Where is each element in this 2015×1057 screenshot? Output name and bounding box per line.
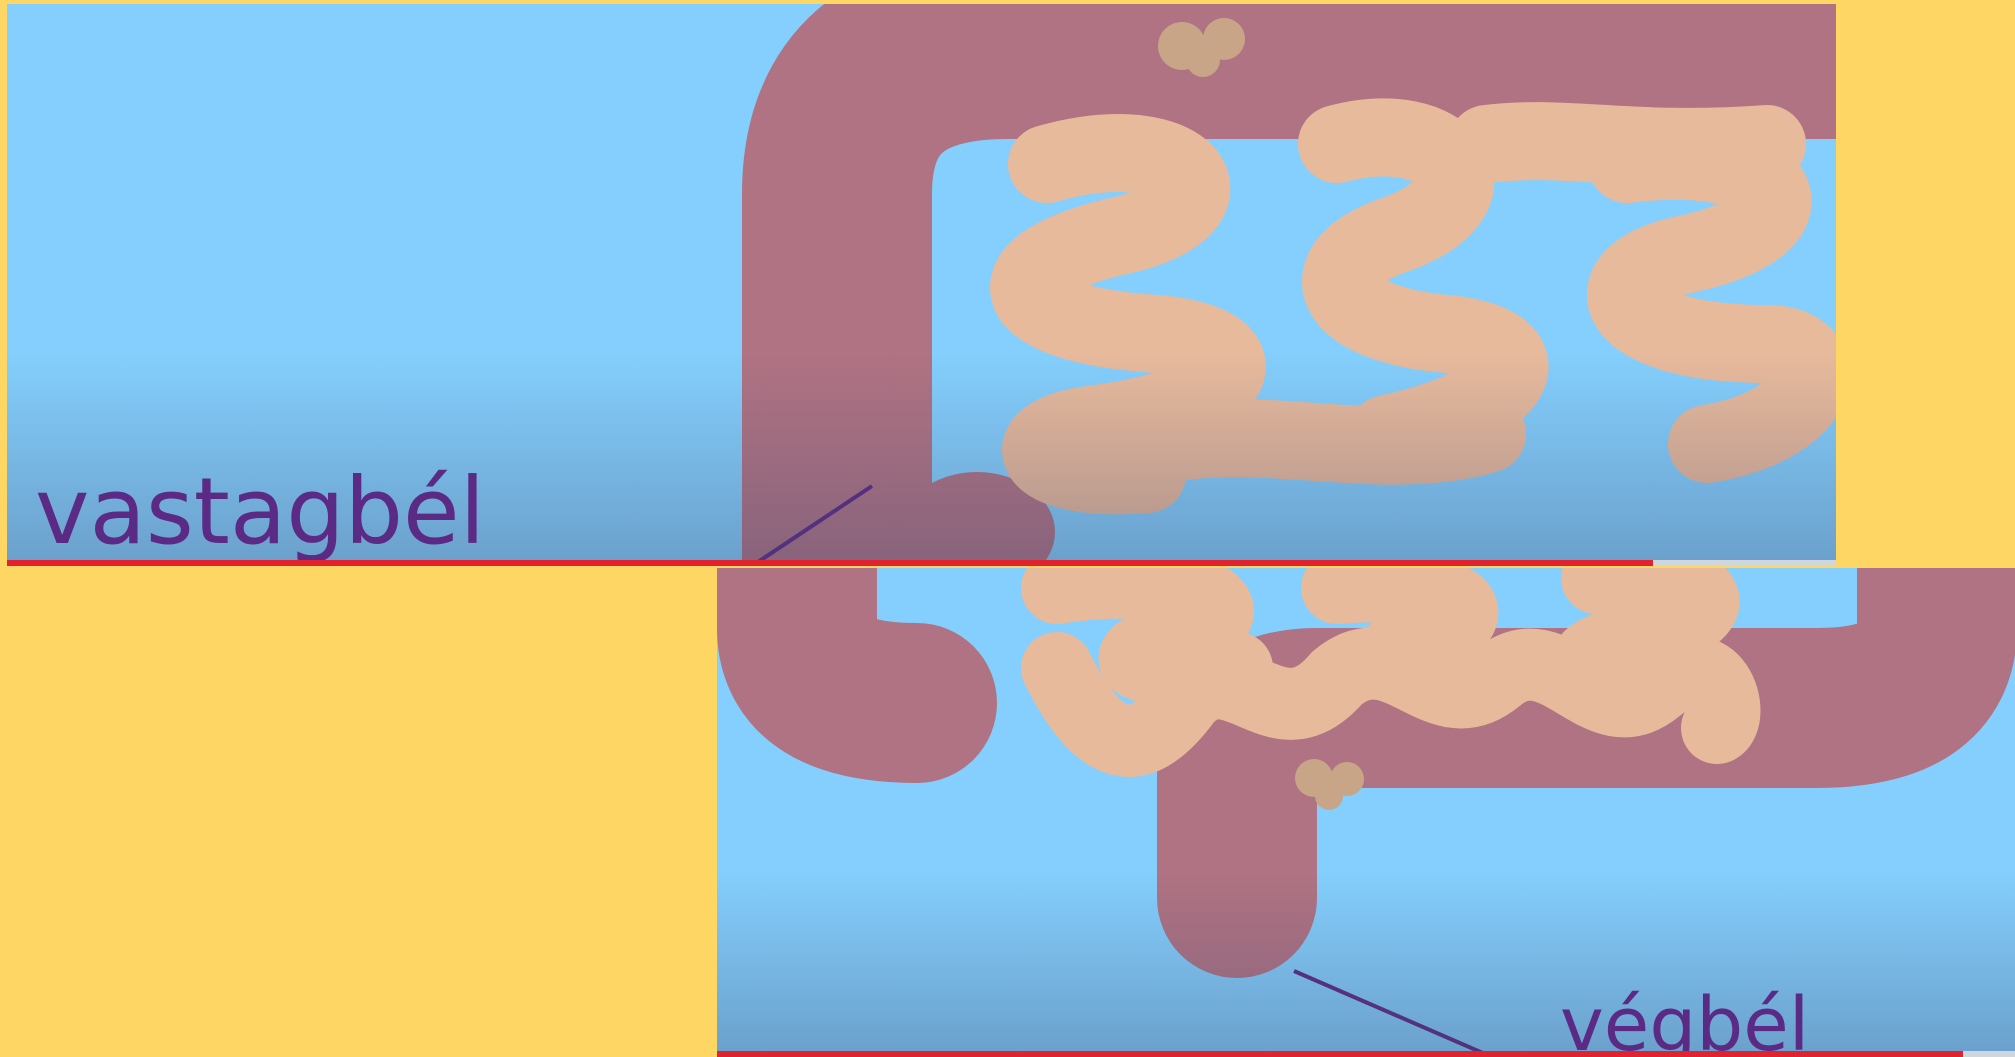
video-frame-bottom: végbél (717, 568, 2015, 1057)
video-frame-top: vastagbél (7, 4, 1836, 566)
caption-vastagbel: vastagbél (35, 466, 485, 558)
caption-vegbel: végbél (1560, 988, 1809, 1057)
video-progress-fill (7, 560, 1653, 566)
video-progress-bar[interactable] (717, 1051, 2015, 1057)
pointer-line (1294, 971, 1492, 1057)
intestine-illustration (717, 568, 2015, 1057)
video-progress-fill (717, 1051, 1963, 1057)
video-progress-bar[interactable] (7, 560, 1836, 566)
